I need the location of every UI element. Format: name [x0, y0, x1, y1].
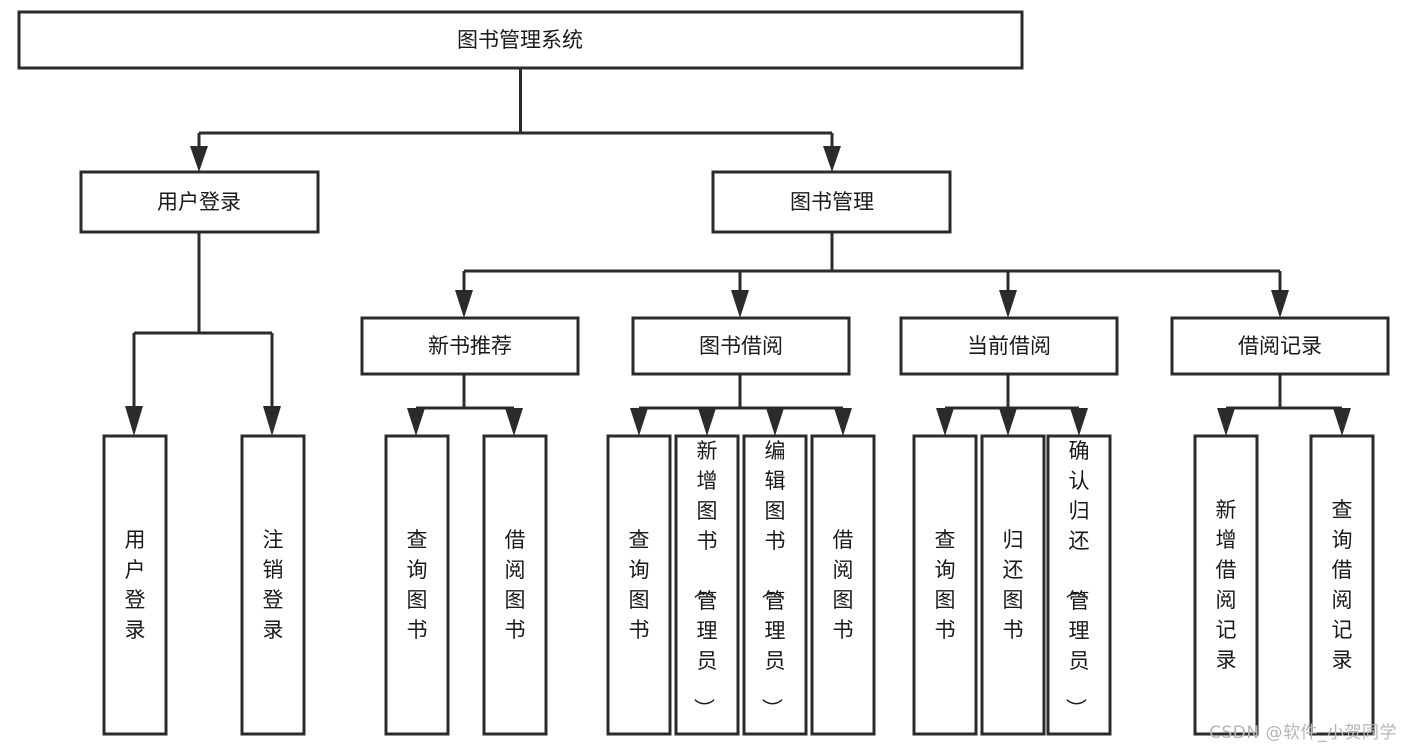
leaf-query-book-3-box[interactable]: [912, 434, 978, 736]
arrowhead-login: [190, 146, 208, 172]
arrowhead-leaf-add-record: [1217, 408, 1235, 436]
leaf-return-book[interactable]: 归还图书: [980, 434, 1046, 736]
leaf-edit-book-box[interactable]: [742, 434, 808, 736]
connector-group-borrow-to-leaves: [630, 374, 852, 436]
leaf-add-book-label: 新增图书（管理员）: [692, 439, 718, 719]
node-record-label: 借阅记录: [1238, 334, 1322, 358]
node-newbook[interactable]: 新书推荐: [360, 316, 580, 376]
leaf-user-logout-label: 注销登录: [263, 528, 284, 642]
arrowhead-current: [999, 290, 1017, 318]
leaf-user-login[interactable]: 用户登录: [102, 434, 168, 736]
leaf-edit-book-label: 编辑图书（管理员）: [760, 439, 786, 719]
arrowhead-leaf-return-book: [999, 408, 1017, 436]
arrowhead-leaf-query-record: [1333, 408, 1351, 436]
node-current-label: 当前借阅: [967, 334, 1051, 358]
connector-group-root-to-level2: [190, 68, 841, 172]
leaf-query-book-2[interactable]: 查询图书: [606, 434, 672, 736]
arrowhead-record: [1271, 290, 1289, 318]
leaf-query-book-3[interactable]: 查询图书: [912, 434, 978, 736]
connector-group-bookmgr-to-level3: [455, 232, 1289, 318]
leaf-confirm-return-label: 确认归还（管理员）: [1064, 439, 1090, 719]
leaf-query-record-box[interactable]: [1309, 434, 1375, 736]
leaf-borrow-book-2[interactable]: 借阅图书: [810, 434, 876, 736]
arrowhead-leaf-query-book-1: [407, 408, 425, 436]
node-bookmgr-label: 图书管理: [790, 190, 874, 214]
node-borrow-label: 图书借阅: [699, 334, 783, 358]
arrowhead-newbook: [455, 290, 473, 318]
leaf-edit-book[interactable]: 编辑图书（管理员）: [742, 434, 808, 736]
leaf-confirm-return[interactable]: 确认归还（管理员）: [1046, 434, 1112, 736]
leaf-query-book-1-label: 查询图书: [407, 528, 428, 642]
arrowhead-leaf-user-logout: [263, 406, 281, 436]
leaf-group-login: 用户登录 注销登录: [102, 434, 306, 736]
node-record[interactable]: 借阅记录: [1170, 316, 1390, 376]
node-borrow[interactable]: 图书借阅: [631, 316, 851, 376]
csdn-watermark: CSDN @软件_小贺同学: [1209, 723, 1397, 743]
leaf-user-login-box[interactable]: [102, 434, 168, 736]
leaf-borrow-book-1-box[interactable]: [482, 434, 548, 736]
node-newbook-box[interactable]: [360, 316, 580, 376]
node-newbook-label: 新书推荐: [428, 334, 512, 358]
leaf-borrow-book-1-label: 借阅图书: [505, 528, 526, 642]
arrowhead-leaf-confirm-return: [1070, 408, 1088, 436]
leaf-confirm-return-box[interactable]: [1046, 434, 1112, 736]
node-root[interactable]: 图书管理系统: [17, 10, 1024, 70]
arrowhead-leaf-add-book: [698, 408, 716, 436]
connector-group-login-to-leaves: [125, 232, 281, 436]
connector-group-record-to-leaves: [1217, 374, 1351, 436]
arrowhead-leaf-edit-book: [766, 408, 784, 436]
arrowhead-leaf-query-book-2: [630, 408, 648, 436]
leaf-query-book-1[interactable]: 查询图书: [384, 434, 450, 736]
leaf-user-logout[interactable]: 注销登录: [240, 434, 306, 736]
leaf-group-record: 新增借阅记录 查询借阅记录: [1193, 434, 1375, 736]
leaf-query-record[interactable]: 查询借阅记录: [1309, 434, 1375, 736]
leaf-group-current: 查询图书 归还图书 确认归还（管理员）: [912, 434, 1112, 736]
leaf-add-book[interactable]: 新增图书（管理员）: [674, 434, 740, 736]
leaf-query-book-2-box[interactable]: [606, 434, 672, 736]
leaf-query-record-label: 查询借阅记录: [1332, 498, 1353, 672]
node-login-label: 用户登录: [157, 190, 241, 214]
node-bookmgr-box[interactable]: [711, 170, 952, 234]
arrowhead-bookmgr: [823, 146, 841, 172]
connector-group-current-to-leaves: [936, 374, 1088, 436]
leaf-return-book-label: 归还图书: [1003, 528, 1024, 642]
leaf-query-book-2-label: 查询图书: [629, 528, 650, 642]
leaf-borrow-book-2-box[interactable]: [810, 434, 876, 736]
node-root-label: 图书管理系统: [457, 28, 583, 52]
node-current[interactable]: 当前借阅: [899, 316, 1119, 376]
leaf-group-borrow: 查询图书 新增图书（管理员） 编辑图书（管理员） 借阅图书: [606, 434, 876, 736]
arrowhead-leaf-borrow-book-1: [505, 408, 523, 436]
node-record-box[interactable]: [1170, 316, 1390, 376]
connector-group-newbook-to-leaves: [407, 374, 523, 436]
leaf-query-book-3-label: 查询图书: [935, 528, 956, 642]
arrowhead-leaf-query-book-3: [936, 408, 954, 436]
node-root-box[interactable]: [17, 10, 1024, 70]
arrowhead-borrow: [731, 290, 749, 318]
leaf-return-book-box[interactable]: [980, 434, 1046, 736]
node-bookmgr[interactable]: 图书管理: [711, 170, 952, 234]
leaf-add-record-box[interactable]: [1193, 434, 1259, 736]
leaf-group-newbook: 查询图书 借阅图书: [384, 434, 548, 736]
node-borrow-box[interactable]: [631, 316, 851, 376]
arrowhead-leaf-borrow-book-2: [834, 408, 852, 436]
node-login-box[interactable]: [79, 170, 320, 234]
node-current-box[interactable]: [899, 316, 1119, 376]
node-login[interactable]: 用户登录: [79, 170, 320, 234]
leaf-add-record-label: 新增借阅记录: [1216, 498, 1237, 672]
leaf-borrow-book-2-label: 借阅图书: [833, 528, 854, 642]
leaf-add-book-box[interactable]: [674, 434, 740, 736]
leaf-add-record[interactable]: 新增借阅记录: [1193, 434, 1259, 736]
leaf-query-book-1-box[interactable]: [384, 434, 450, 736]
arrowhead-leaf-user-login: [125, 406, 143, 436]
leaf-borrow-book-1[interactable]: 借阅图书: [482, 434, 548, 736]
leaf-user-logout-box[interactable]: [240, 434, 306, 736]
leaf-user-login-label: 用户登录: [125, 528, 146, 642]
